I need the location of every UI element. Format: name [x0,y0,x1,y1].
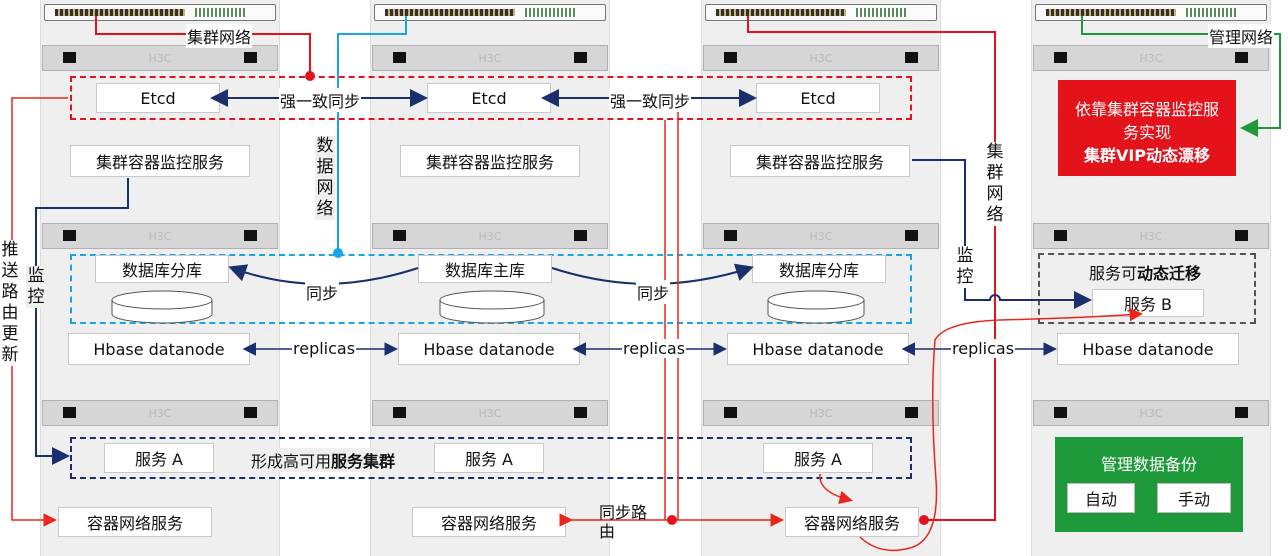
hbase-datanode-3: Hbase datanode [727,333,909,365]
server-brand-label: H3C [478,52,502,65]
server-brand-label: H3C [809,407,833,420]
db-shard-2: 数据库分库 [752,255,886,283]
database-disk-icon [439,290,545,324]
replicas-label-2: replicas [622,339,687,358]
server-brand-label: H3C [1139,230,1163,243]
container-net-2: 容器网络服务 [412,507,566,537]
replicas-label-3: replicas [951,339,1016,358]
db-master: 数据库主库 [418,255,552,283]
rack-server-icon: H3C [42,400,278,426]
cluster-network-label: 集群网络 [186,24,253,48]
server-brand-label: H3C [478,230,502,243]
migration-prefix: 服务可 [1089,264,1138,283]
rack-server-icon: H3C [703,223,939,249]
server-brand-label: H3C [148,407,172,420]
backup-panel: 管理数据备份 自动 手动 [1055,437,1243,532]
monitor-right-label: 监控 [955,246,975,288]
container-net-3: 容器网络服务 [785,507,919,537]
database-disk-icon [111,290,213,324]
etcd-sync-label-1: 强一致同步 [279,88,362,112]
hbase-datanode-4: Hbase datanode [1057,333,1239,365]
migration-label: 服务可动态迁移 [1088,260,1203,284]
db-shard-1: 数据库分库 [95,255,229,283]
network-switch-icon [374,4,606,21]
migration-bold: 动态迁移 [1137,264,1202,283]
service-a-1: 服务 A [104,443,214,473]
cluster-network-vertical-label: 集群网络 [985,142,1005,226]
service-cluster-label: 形成高可用服务集群 [250,448,397,472]
server-brand-label: H3C [809,52,833,65]
service-cluster-prefix: 形成高可用 [251,452,332,471]
vip-panel: 依靠集群容器监控服 务实现 集群VIP动态漂移 [1058,80,1236,176]
backup-auto-button[interactable]: 自动 [1067,483,1135,513]
etcd-node-3: Etcd [756,83,880,113]
service-cluster-bold: 服务集群 [331,452,396,471]
etcd-cluster-group [70,76,912,120]
service-cluster-group [70,437,912,479]
hbase-datanode-2: Hbase datanode [398,333,580,365]
migration-group [1038,253,1256,324]
network-switch-icon [1035,4,1267,21]
vip-line2: 务实现 [1122,123,1171,142]
vip-line3: 集群VIP动态漂移 [1083,146,1211,165]
rack-server-icon: H3C [703,45,939,71]
monitor-service-1: 集群容器监控服务 [70,145,250,177]
rack-server-icon: H3C [703,400,939,426]
rack-server-icon: H3C [1033,45,1269,71]
data-network-label: 数据网络 [315,136,335,220]
service-a-2: 服务 A [434,443,544,473]
rack-server-icon: H3C [42,45,278,71]
etcd-node-2: Etcd [427,83,551,113]
rack-server-icon: H3C [42,223,278,249]
server-brand-label: H3C [1139,407,1163,420]
backup-manual-button[interactable]: 手动 [1157,483,1231,513]
server-brand-label: H3C [148,230,172,243]
push-route-label: 推送路由更新 [0,240,20,366]
hbase-datanode-1: Hbase datanode [68,333,250,365]
rack-server-icon: H3C [372,45,608,71]
monitor-left-label: 监控 [26,266,46,308]
vip-line1: 依靠集群容器监控服 [1074,100,1219,119]
etcd-node-1: Etcd [96,83,220,113]
management-network-label: 管理网络 [1208,24,1275,48]
monitor-service-3: 集群容器监控服务 [730,145,910,177]
server-brand-label: H3C [478,407,502,420]
db-sync-label-1: 同步 [305,280,340,304]
replicas-label-1: replicas [292,339,357,358]
monitor-service-2: 集群容器监控服务 [400,145,580,177]
container-net-1: 容器网络服务 [58,507,212,537]
rack-server-icon: H3C [1033,223,1269,249]
sync-route-label: 同步路由 [599,503,648,541]
server-brand-label: H3C [148,52,172,65]
db-sync-label-2: 同步 [636,280,671,304]
network-switch-icon [44,4,276,21]
service-a-3: 服务 A [763,443,873,473]
network-switch-icon [705,4,937,21]
rack-server-icon: H3C [1033,400,1269,426]
backup-title: 管理数据备份 [1100,455,1197,474]
server-brand-label: H3C [1139,52,1163,65]
database-disk-icon [767,290,865,324]
rack-server-icon: H3C [372,400,608,426]
server-brand-label: H3C [809,230,833,243]
etcd-sync-label-2: 强一致同步 [609,88,692,112]
rack-server-icon: H3C [372,223,608,249]
